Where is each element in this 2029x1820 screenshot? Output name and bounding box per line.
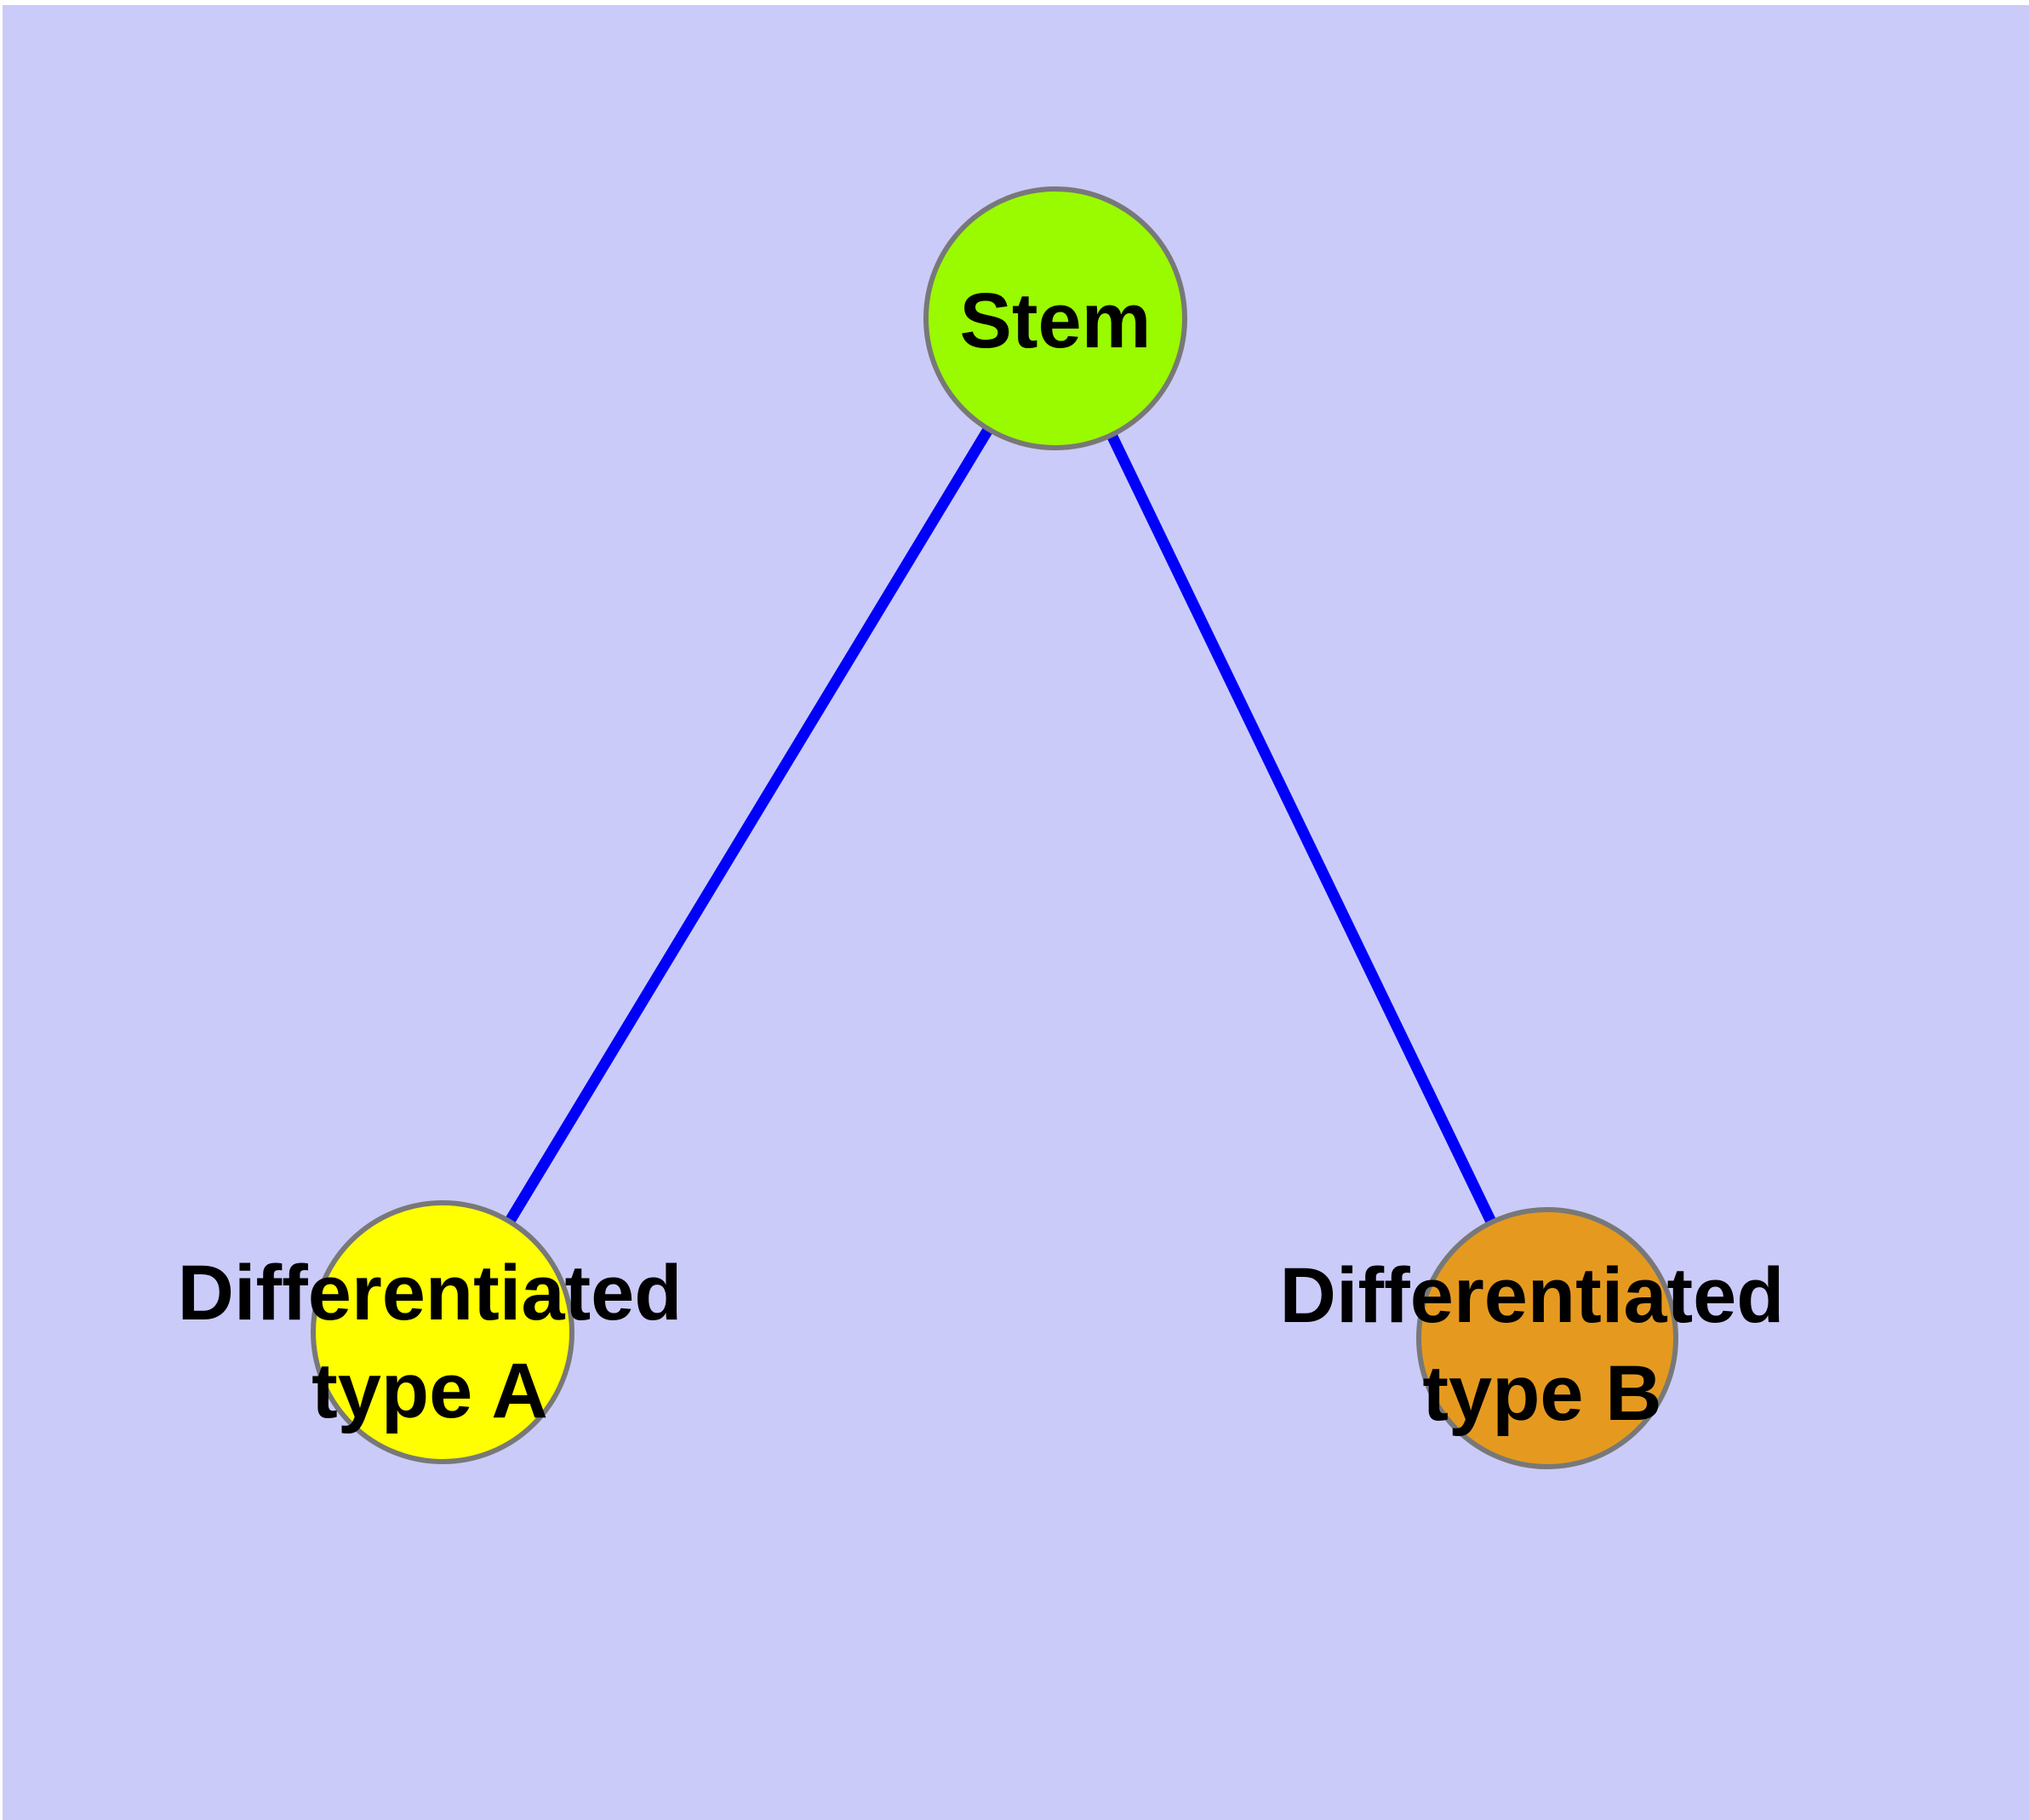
node-stem-label: Stem [960, 278, 1152, 364]
edge-stem-to-type-a [437, 315, 1060, 1336]
node-stem-circle [923, 186, 1187, 450]
node-type-a-label-line1: Differentiated [178, 1250, 683, 1336]
node-type-b-label-line2: type B [1422, 1350, 1661, 1437]
node-type-a-circle [311, 1200, 574, 1464]
edge-stem-to-type-b [1050, 316, 1552, 1341]
node-type-b-circle [1416, 1207, 1678, 1469]
node-type-b-label-line1: Differentiated [1280, 1252, 1785, 1339]
node-type-a-label-line2: type A [311, 1348, 548, 1434]
